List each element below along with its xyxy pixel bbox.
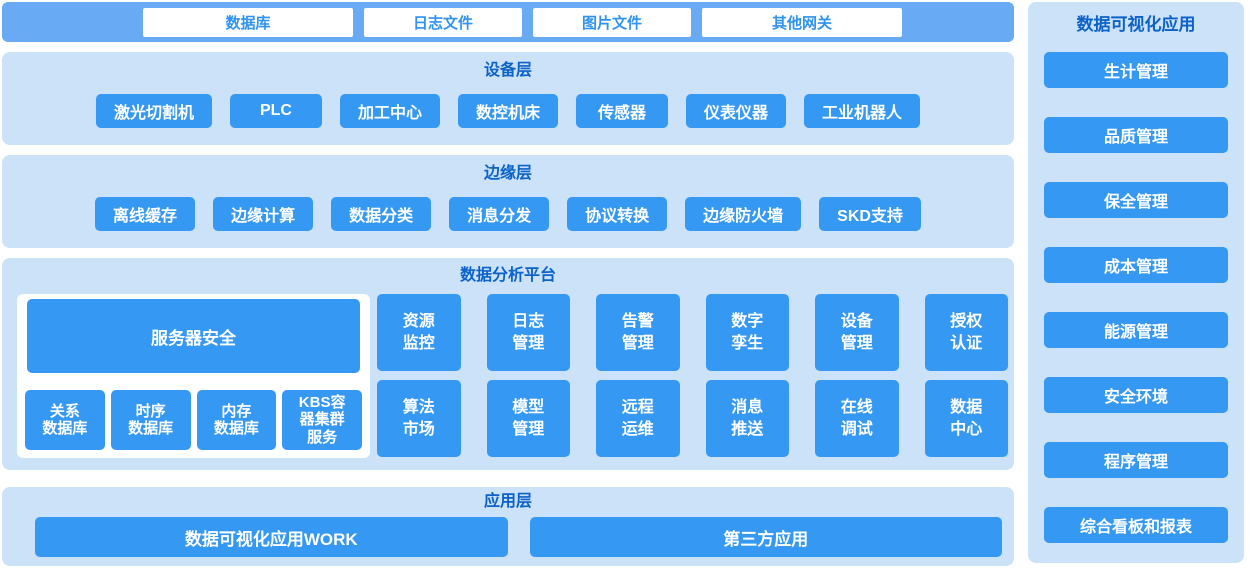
log-file-source-box: 日志文件 <box>364 7 522 37</box>
platform-panel: 数据分析平台 服务器安全 关系 数据库 时序 数据库 内存 数据库 KBS容 器… <box>2 258 1014 470</box>
timeseries-db-box: 时序 数据库 <box>110 390 191 450</box>
online-debug-box: 在线 调试 <box>815 380 899 457</box>
offline-cache-box: 离线缓存 <box>95 197 196 231</box>
image-file-source-box: 图片文件 <box>533 7 691 37</box>
sidebar-panel: 数据可视化应用 生计管理 品质管理 保全管理 成本管理 能源管理 安全环境 程序… <box>1028 2 1244 563</box>
sidebar-item-production-mgmt: 生计管理 <box>1044 52 1228 88</box>
algorithm-market-box: 算法 市场 <box>377 380 461 457</box>
device-layer-title: 设备层 <box>483 62 532 79</box>
edge-firewall-box: 边缘防火墙 <box>685 197 802 231</box>
database-source-box: 数据库 <box>143 7 353 37</box>
sidebar-item-energy-mgmt: 能源管理 <box>1044 312 1228 348</box>
remote-ops-box: 远程 运维 <box>596 380 680 457</box>
application-box-row: 数据可视化应用WORK 第三方应用 <box>2 517 1014 557</box>
sidebar-item-quality-mgmt: 品质管理 <box>1044 117 1228 153</box>
platform-services-grid: 资源 监控 日志 管理 告警 管理 数字 孪生 设备 管理 授权 认证 算法 市… <box>377 294 1008 458</box>
visualization-app-box: 数据可视化应用WORK <box>35 517 508 557</box>
memory-db-box: 内存 数据库 <box>196 390 277 450</box>
application-layer-title: 应用层 <box>483 493 532 510</box>
data-source-bar: 数据库 日志文件 图片文件 其他网关 <box>2 2 1014 42</box>
main-column: 数据库 日志文件 图片文件 其他网关 设备层 激光切割机 PLC 加工中心 数控… <box>2 2 1014 566</box>
platform-body: 服务器安全 关系 数据库 时序 数据库 内存 数据库 KBS容 器集群 服务 资… <box>2 294 1014 458</box>
gateway-source-box: 其他网关 <box>702 7 902 37</box>
alarm-management-box: 告警 管理 <box>596 294 680 371</box>
model-management-box: 模型 管理 <box>486 380 570 457</box>
device-management-box: 设备 管理 <box>815 294 899 371</box>
authorization-box: 授权 认证 <box>924 294 1008 371</box>
data-classification-box: 数据分类 <box>331 197 432 231</box>
device-box-row: 激光切割机 PLC 加工中心 数控机床 传感器 仪表仪器 工业机器人 <box>2 94 1014 128</box>
message-push-box: 消息 推送 <box>705 380 789 457</box>
data-center-box: 数据 中心 <box>924 380 1008 457</box>
message-dispatch-box: 消息分发 <box>449 197 550 231</box>
sidebar-title: 数据可视化应用 <box>1076 15 1196 34</box>
protocol-conversion-box: 协议转换 <box>567 197 668 231</box>
kbs-container-cluster-box: KBS容 器集群 服务 <box>282 390 362 450</box>
sidebar-item-program-mgmt: 程序管理 <box>1044 442 1228 478</box>
plc-box: PLC <box>229 94 322 128</box>
sdk-support-box: SKD支持 <box>819 197 921 231</box>
edge-computing-box: 边缘计算 <box>213 197 314 231</box>
sidebar-item-cost-mgmt: 成本管理 <box>1044 247 1228 283</box>
industrial-robot-box: 工业机器人 <box>804 94 921 128</box>
server-security-box: 服务器安全 <box>27 299 360 373</box>
platform-title: 数据分析平台 <box>459 267 556 284</box>
edge-layer-title: 边缘层 <box>483 165 532 182</box>
instrument-box: 仪表仪器 <box>686 94 787 128</box>
edge-layer-panel: 边缘层 离线缓存 边缘计算 数据分类 消息分发 协议转换 边缘防火墙 SKD支持 <box>2 155 1014 248</box>
third-party-app-box: 第三方应用 <box>529 517 1002 557</box>
digital-twin-box: 数字 孪生 <box>705 294 789 371</box>
machining-center-box: 加工中心 <box>339 94 440 128</box>
sensor-box: 传感器 <box>576 94 668 128</box>
relational-db-box: 关系 数据库 <box>25 390 105 450</box>
edge-box-row: 离线缓存 边缘计算 数据分类 消息分发 协议转换 边缘防火墙 SKD支持 <box>2 197 1014 231</box>
sidebar-item-dashboard-reports: 综合看板和报表 <box>1044 507 1228 543</box>
sidebar-item-safety-environment: 安全环境 <box>1044 377 1228 413</box>
infrastructure-subpanel: 服务器安全 关系 数据库 时序 数据库 内存 数据库 KBS容 器集群 服务 <box>17 294 370 458</box>
device-layer-panel: 设备层 激光切割机 PLC 加工中心 数控机床 传感器 仪表仪器 工业机器人 <box>2 52 1014 145</box>
sidebar-item-maintenance-mgmt: 保全管理 <box>1044 182 1228 218</box>
cnc-machine-box: 数控机床 <box>457 94 558 128</box>
laser-cutter-box: 激光切割机 <box>95 94 212 128</box>
log-management-box: 日志 管理 <box>486 294 570 371</box>
application-layer-panel: 应用层 数据可视化应用WORK 第三方应用 <box>2 487 1014 566</box>
resource-monitoring-box: 资源 监控 <box>377 294 461 371</box>
database-box-row: 关系 数据库 时序 数据库 内存 数据库 KBS容 器集群 服务 <box>25 390 362 450</box>
